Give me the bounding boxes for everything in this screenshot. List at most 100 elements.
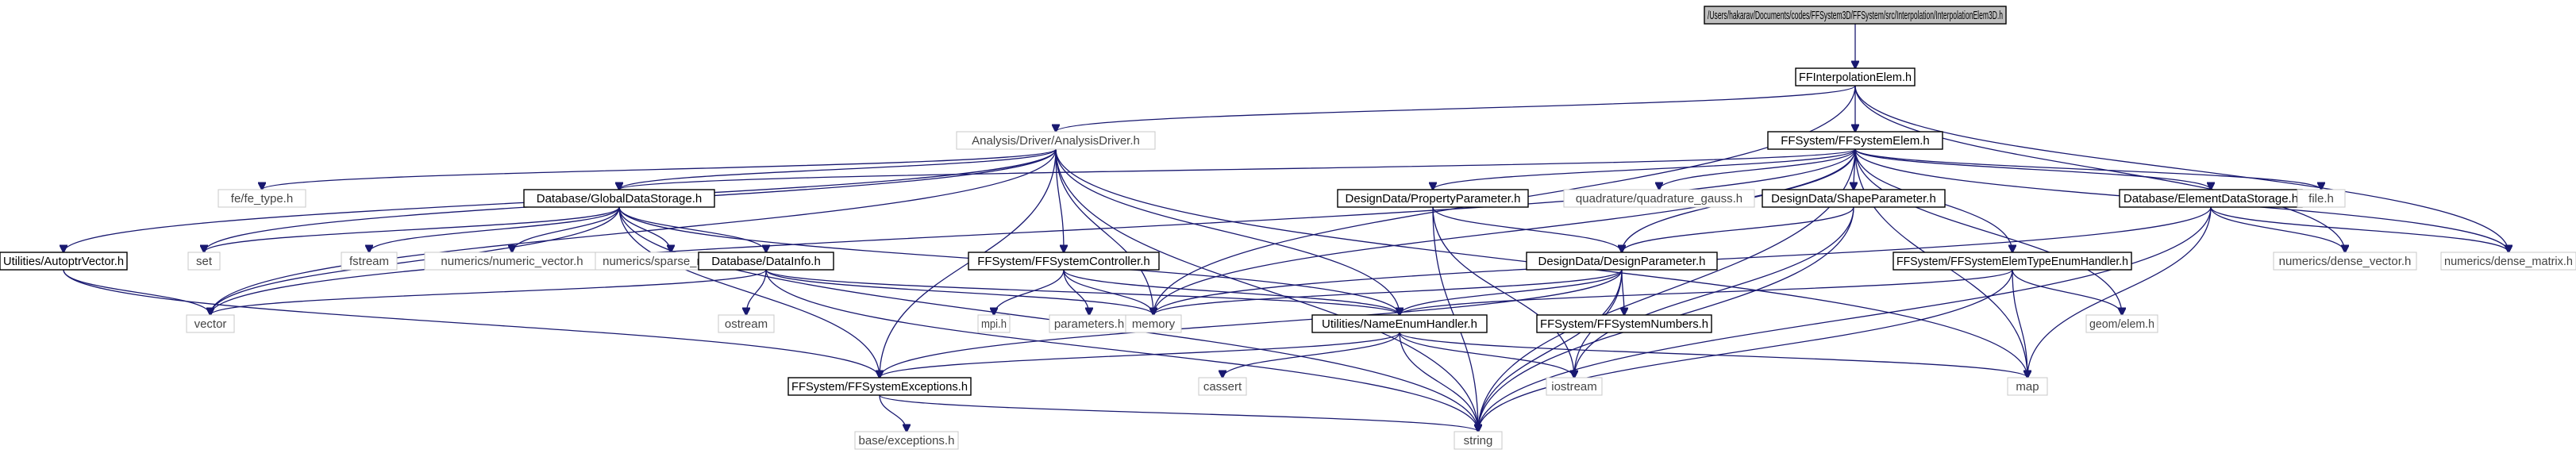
node-box-mpi [977, 314, 1011, 333]
node-ffexcept[interactable]: FFSystem/FFSystemExceptions.h [787, 377, 972, 396]
node-label-set: set [196, 255, 213, 268]
node-ffctrl[interactable]: FFSystem/FFSystemController.h [968, 252, 1160, 271]
edge-shapeparam-to-designparam [1622, 206, 1854, 252]
node-box-fileh [2297, 189, 2346, 208]
node-parameters[interactable]: parameters.h [1049, 314, 1130, 333]
edge-elemtypehandler-to-string [1478, 269, 2013, 432]
node-namehandler[interactable]: Utilities/NameEnumHandler.h [1311, 314, 1488, 333]
node-fstream[interactable]: fstream [341, 252, 398, 271]
node-box-ffexcept [787, 377, 972, 396]
edge-propparam-to-designparam [1432, 206, 1622, 252]
node-box-fstream [341, 252, 398, 271]
edge-namehandler-to-map [1399, 332, 2027, 378]
edge-autoptr-to-vector [63, 269, 210, 315]
node-set[interactable]: set [187, 252, 221, 271]
node-feitype[interactable]: fe/fe_type.h [218, 189, 306, 208]
edge-ffelem-to-quadgauss [1659, 148, 1856, 190]
edge-analysis-to-memory [1055, 148, 1153, 315]
node-box-cassert [1198, 377, 1247, 396]
node-geomelem[interactable]: geom/elem.h [2085, 314, 2158, 333]
edge-globalds-to-ffexcept [618, 206, 880, 378]
edge-analysis-to-vector [210, 148, 1057, 315]
node-box-map [2007, 377, 2048, 396]
node-label-ffctrl: FFSystem/FFSystemController.h [977, 255, 1150, 268]
edge-ffexcept-to-baseexcept [879, 394, 907, 432]
node-box-designparam [1526, 252, 1718, 271]
node-globalds[interactable]: Database/GlobalDataStorage.h [523, 189, 715, 208]
node-autoptr[interactable]: Utilities/AutoptrVector.h [0, 252, 128, 271]
node-label-ostream: ostream [725, 317, 768, 331]
edge-dbinfo-to-ostream [746, 269, 767, 315]
node-ffnumbers[interactable]: FFSystem/FFSystemNumbers.h [1536, 314, 1712, 333]
node-analysis[interactable]: Analysis/Driver/AnalysisDriver.h [956, 131, 1156, 150]
edge-ffelem-to-propparam [1433, 148, 1856, 190]
edge-dbinfo-to-string [765, 269, 1478, 432]
node-vector[interactable]: vector [186, 314, 235, 333]
node-designparam[interactable]: DesignData/DesignParameter.h [1526, 252, 1718, 271]
edge-designparam-to-ffexcept [880, 269, 1623, 378]
edge-globalds-to-string [618, 206, 1478, 432]
edge-dbinfo-to-memory [765, 269, 1153, 315]
node-label-globalds: Database/GlobalDataStorage.h [537, 192, 702, 206]
node-root[interactable]: /Users/hakarav/Documents/codes/FFSystem3… [1704, 6, 2007, 25]
node-iostream[interactable]: iostream [1546, 377, 1603, 396]
node-quadgauss[interactable]: quadrature/quadrature_gauss.h [1563, 189, 1755, 208]
node-ostream[interactable]: ostream [718, 314, 775, 333]
edge-designparam-to-ffnumbers [1622, 269, 1624, 315]
edge-ffelem-to-elemds [1854, 148, 2211, 190]
edge-ffelem-to-fileh [1854, 148, 2321, 190]
edge-interp-to-densevec [1854, 85, 2345, 252]
node-box-autoptr [0, 252, 128, 271]
node-propparam[interactable]: DesignData/PropertyParameter.h [1337, 189, 1529, 208]
edge-globalds-to-sparse [618, 206, 671, 252]
node-string[interactable]: string [1454, 431, 1503, 450]
node-box-geomelem [2085, 314, 2158, 333]
edge-elemds-to-densemat [2210, 206, 2509, 252]
node-label-elemtypehandler: FFSystem/FFSystemElemTypeEnumHandler.h [1896, 255, 2128, 268]
node-label-ffexcept: FFSystem/FFSystemExceptions.h [791, 380, 968, 394]
node-densevec[interactable]: numerics/dense_vector.h [2273, 252, 2417, 271]
node-box-densevec [2273, 252, 2417, 271]
edges-layer [64, 24, 2509, 432]
node-box-densemat [2440, 252, 2576, 271]
node-label-iostream: iostream [1551, 380, 1597, 394]
node-map[interactable]: map [2007, 377, 2048, 396]
node-interp[interactable]: FFInterpolationElem.h [1795, 67, 1916, 86]
node-box-iostream [1546, 377, 1603, 396]
node-label-fileh: file.h [2308, 192, 2334, 206]
node-box-shapeparam [1762, 189, 1946, 208]
edge-globalds-to-fstream [369, 206, 620, 252]
node-ffelem[interactable]: FFSystem/FFSystemElem.h [1767, 131, 1943, 150]
node-label-autoptr: Utilities/AutoptrVector.h [3, 255, 124, 268]
node-baseexcept[interactable]: base/exceptions.h [854, 431, 959, 450]
node-dbinfo[interactable]: Database/DataInfo.h [698, 252, 834, 271]
edge-namehandler-to-string [1399, 332, 1478, 432]
node-fileh[interactable]: file.h [2297, 189, 2346, 208]
node-densemat[interactable]: numerics/dense_matrix.h [2440, 252, 2576, 271]
node-label-designparam: DesignData/DesignParameter.h [1538, 255, 1706, 268]
node-box-ostream [718, 314, 775, 333]
edge-globalds-to-set [204, 206, 620, 252]
node-label-mpi: mpi.h [981, 317, 1007, 331]
node-label-root: /Users/hakarav/Documents/codes/FFSystem3… [1708, 9, 2003, 22]
node-elemds[interactable]: Database/ElementDataStorage.h [2119, 189, 2303, 208]
node-label-quadgauss: quadrature/quadrature_gauss.h [1576, 192, 1742, 206]
node-label-vector: vector [194, 317, 227, 331]
node-elemtypehandler[interactable]: FFSystem/FFSystemElemTypeEnumHandler.h [1893, 252, 2132, 271]
node-box-analysis [956, 131, 1156, 150]
node-label-analysis: Analysis/Driver/AnalysisDriver.h [972, 134, 1140, 148]
node-box-propparam [1337, 189, 1529, 208]
edge-elemtypehandler-to-namehandler [1400, 269, 2013, 315]
edge-analysis-to-namehandler [1055, 148, 1400, 315]
edge-analysis-to-feitype [262, 148, 1057, 190]
node-box-string [1454, 431, 1503, 450]
node-label-elemds: Database/ElementDataStorage.h [2124, 192, 2298, 206]
node-numvec[interactable]: numerics/numeric_vector.h [424, 252, 600, 271]
node-label-fstream: fstream [349, 255, 389, 268]
node-label-map: map [2016, 380, 2039, 394]
node-shapeparam[interactable]: DesignData/ShapeParameter.h [1762, 189, 1946, 208]
node-memory[interactable]: memory [1125, 314, 1182, 333]
node-mpi[interactable]: mpi.h [977, 314, 1011, 333]
node-cassert[interactable]: cassert [1198, 377, 1247, 396]
edge-propparam-to-iostream [1432, 206, 1574, 378]
